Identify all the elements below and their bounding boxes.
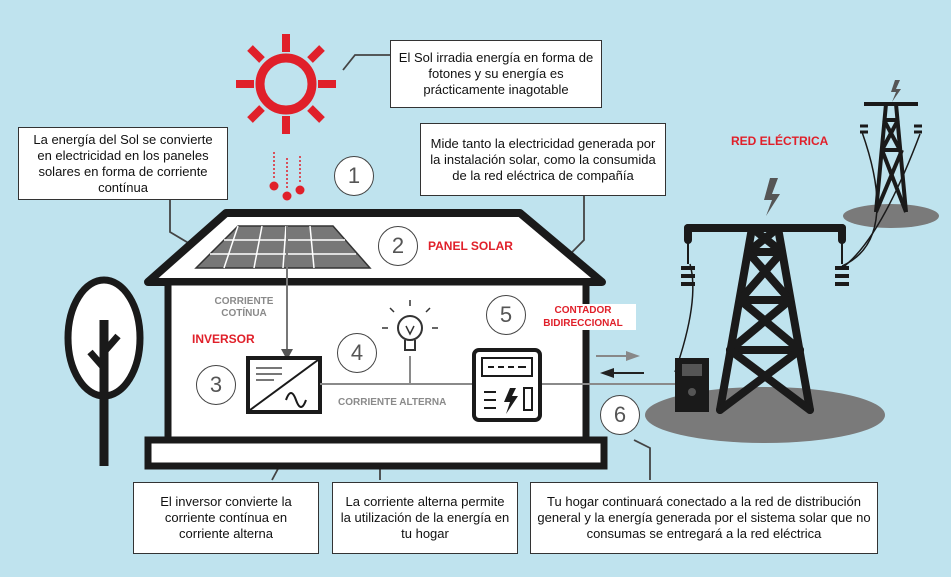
step-2: 2 (378, 226, 418, 266)
label-panel: PANEL SOLAR (428, 239, 513, 253)
label-dc: CORRIENTE COTÍNUA (214, 296, 274, 319)
bolt-icon (764, 178, 780, 216)
callout-meter: Mide tanto la electricidad generada por … (420, 123, 666, 196)
lightbulb-icon (382, 300, 438, 351)
label-meter: CONTADOR BIDIRECCIONAL (530, 304, 636, 330)
step-4: 4 (337, 333, 377, 373)
meter-icon (472, 348, 542, 422)
callout-panels: La energía del Sol se convierte en elect… (18, 127, 228, 200)
inverter-icon (246, 356, 322, 414)
tree-icon (64, 276, 144, 466)
label-inverter: INVERSOR (192, 332, 255, 346)
solar-panel-icon (194, 225, 372, 269)
callout-grid: Tu hogar continuará conectado a la red d… (530, 482, 878, 554)
export-arrow-icon (596, 351, 640, 361)
step-1: 1 (334, 156, 374, 196)
grid-box-icon (675, 358, 709, 412)
label-ac: CORRIENTE ALTERNA (338, 397, 447, 408)
step-3: 3 (196, 365, 236, 405)
callout-inverter: El inversor convierte la corriente contí… (133, 482, 319, 554)
callout-sun: El Sol irradia energía en forma de foton… (390, 40, 602, 108)
step-5: 5 (486, 295, 526, 335)
step-6: 6 (600, 395, 640, 435)
import-arrow-icon (600, 368, 644, 378)
sun-icon (236, 34, 336, 134)
bolt-small-icon (891, 80, 901, 102)
callout-ac: La corriente alterna permite la utilizac… (332, 482, 518, 554)
power-tower-small-icon (843, 102, 939, 228)
label-grid: RED ELÉCTRICA (731, 134, 829, 148)
photons-icon (269, 152, 305, 201)
